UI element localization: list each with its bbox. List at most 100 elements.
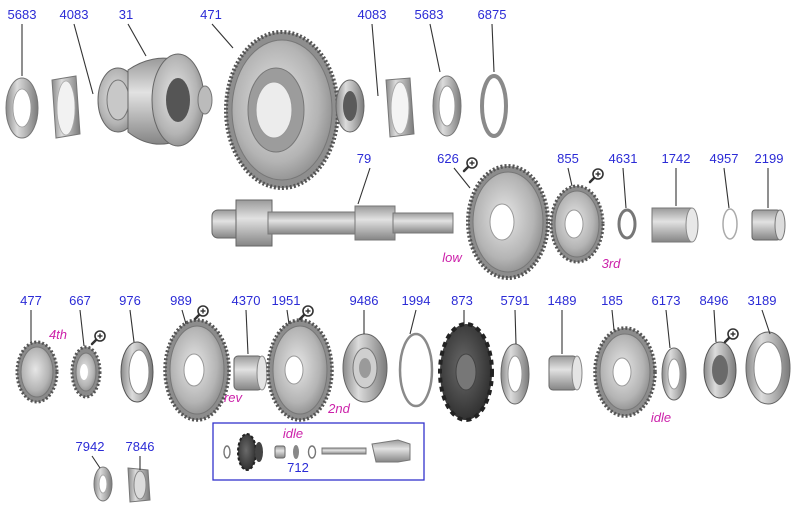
part-label[interactable]: 4370 (232, 293, 261, 308)
part-label[interactable]: 4957 (710, 151, 739, 166)
zoom-icons (90, 157, 739, 346)
part-label[interactable]: 7942 (76, 439, 105, 454)
part-477-fourth-gear-pinion[interactable] (15, 340, 59, 404)
zoom-icon-989[interactable] (193, 305, 209, 321)
part-label[interactable]: 855 (557, 151, 579, 166)
part-6173-thrust-washer[interactable] (661, 347, 687, 401)
part-label[interactable]: 79 (357, 151, 371, 166)
part-label[interactable]: 4083 (358, 7, 387, 22)
zoom-icon-8496[interactable] (723, 328, 739, 344)
part-5683-shim-top-left[interactable] (5, 77, 39, 139)
part-1489-needle-bearing[interactable] (548, 355, 583, 391)
part-9486-ball-bearing[interactable] (342, 333, 388, 403)
part-4083-bearing-race-top-left[interactable] (51, 75, 81, 139)
leader-4631 (622, 167, 627, 209)
leader-4370 (245, 309, 249, 355)
part-989-reverse-gear[interactable] (163, 318, 231, 422)
part-label[interactable]: 5683 (8, 7, 37, 22)
part-667-fourth-gear[interactable] (70, 345, 102, 399)
zoom-icon-626[interactable] (462, 157, 478, 173)
leader-976 (129, 309, 135, 343)
leader-lines (21, 23, 771, 470)
leader-4083b (371, 23, 379, 97)
part-3189-large-ball-bearing[interactable] (745, 331, 791, 405)
leader-989 (181, 309, 187, 325)
leader-1994 (409, 309, 417, 335)
part-label[interactable]: 873 (451, 293, 473, 308)
part-185-idle-gear[interactable] (593, 326, 657, 418)
part-label[interactable]: 1489 (548, 293, 577, 308)
gear-label-idle-inset: idle (283, 426, 303, 441)
gear-label-low: low (442, 250, 463, 265)
part-number-labels: 5683 4083 31 471 4083 5683 6875 79 626 8… (8, 7, 784, 475)
part-4083-tapered-bearing-top[interactable] (335, 79, 365, 133)
part-label[interactable]: 1742 (662, 151, 691, 166)
zoom-icon-855[interactable] (588, 168, 604, 184)
part-label[interactable]: 2199 (755, 151, 784, 166)
leader-667 (79, 309, 85, 347)
part-label[interactable]: 1994 (402, 293, 431, 308)
gear-label-3rd: 3rd (602, 256, 622, 271)
part-label[interactable]: 185 (601, 293, 623, 308)
part-1951-second-gear[interactable] (266, 318, 334, 422)
part-label[interactable]: 989 (170, 293, 192, 308)
zoom-icon-1951[interactable] (298, 305, 314, 321)
part-8496-bearing-hub[interactable] (703, 341, 737, 399)
leader-471 (211, 23, 234, 49)
part-5683-shim-top-right[interactable] (432, 75, 462, 137)
part-31-differential-case[interactable] (97, 53, 213, 147)
part-label[interactable]: 667 (69, 293, 91, 308)
leader-31 (127, 23, 147, 57)
part-label[interactable]: 477 (20, 293, 42, 308)
part-label[interactable]: 3189 (748, 293, 777, 308)
part-1742-collar[interactable] (651, 207, 699, 243)
leader-7942 (91, 455, 101, 469)
part-7846-bushing[interactable] (127, 467, 151, 503)
part-label[interactable]: 5683 (415, 7, 444, 22)
leader-5683b (429, 23, 441, 73)
part-1994-snap-ring[interactable] (398, 332, 434, 408)
leader-79 (357, 167, 371, 205)
part-471-final-drive-ring-gear[interactable] (224, 30, 340, 190)
leader-6173 (665, 309, 671, 349)
leader-5791 (514, 309, 517, 345)
gear-label-idle: idle (651, 410, 671, 425)
gear-label-2nd: 2nd (327, 401, 350, 416)
part-4370-needle-bearing[interactable] (233, 355, 268, 391)
part-label[interactable]: 6173 (652, 293, 681, 308)
leader-626 (453, 167, 471, 189)
part-label[interactable]: 712 (287, 460, 309, 475)
part-label[interactable]: 6875 (478, 7, 507, 22)
part-79-mainshaft[interactable] (211, 199, 454, 247)
leader-185 (611, 309, 615, 331)
part-label[interactable]: 626 (437, 151, 459, 166)
part-6875-thin-shim[interactable] (480, 74, 508, 138)
part-855-third-gear[interactable] (549, 184, 605, 264)
leader-4083a (73, 23, 94, 95)
part-label[interactable]: 1951 (272, 293, 301, 308)
part-873-parking-gear[interactable] (438, 322, 494, 422)
part-4083-bearing-race-top-right[interactable] (385, 77, 415, 138)
part-4957-clip-ring[interactable] (722, 208, 738, 240)
part-label[interactable]: 976 (119, 293, 141, 308)
part-2199-needle-bearing-top[interactable] (751, 209, 786, 241)
inset-idle-assembly[interactable] (223, 433, 411, 471)
part-label[interactable]: 5791 (501, 293, 530, 308)
part-label[interactable]: 31 (119, 7, 133, 22)
part-label[interactable]: 4631 (609, 151, 638, 166)
leader-1951 (286, 309, 290, 325)
part-label[interactable]: 8496 (700, 293, 729, 308)
part-7942-washer[interactable] (93, 466, 113, 502)
part-label[interactable]: 7846 (126, 439, 155, 454)
part-976-synchro-sleeve[interactable] (120, 341, 154, 403)
part-626-low-gear[interactable] (466, 164, 550, 280)
zoom-icon-667[interactable] (90, 330, 106, 346)
part-label[interactable]: 4083 (60, 7, 89, 22)
leader-3189 (761, 309, 771, 335)
part-label[interactable]: 471 (200, 7, 222, 22)
gear-name-labels: low 3rd 4th rev 2nd idle idle (49, 250, 671, 441)
part-4631-snap-ring[interactable] (617, 208, 637, 240)
part-5791-thrust-bearing[interactable] (500, 343, 530, 405)
part-label[interactable]: 9486 (350, 293, 379, 308)
